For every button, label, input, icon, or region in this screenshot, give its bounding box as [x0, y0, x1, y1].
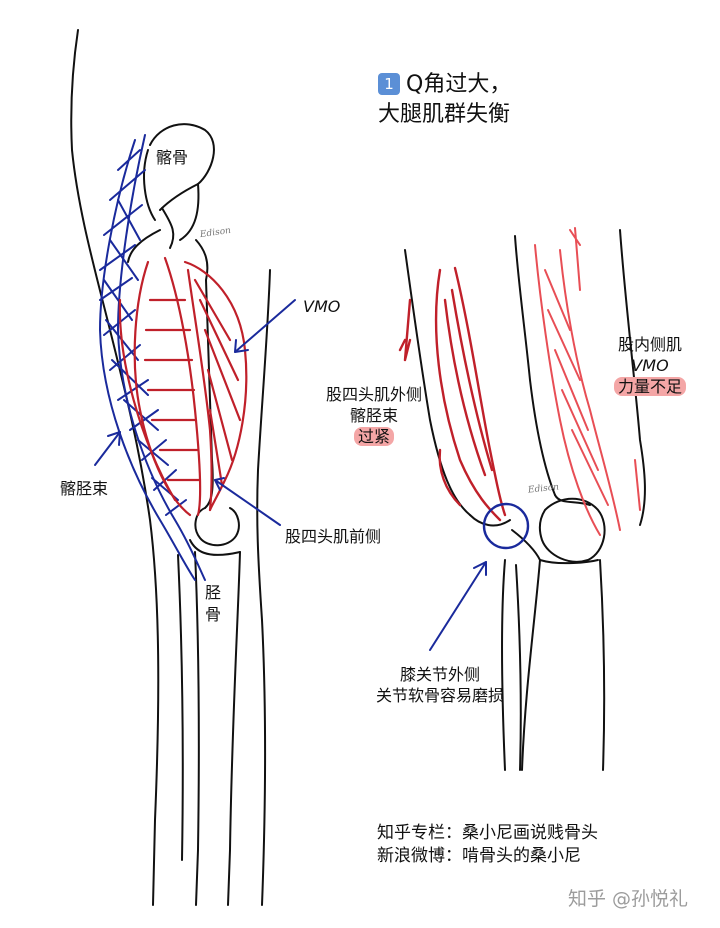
medial-highlight: 力量不足 — [613, 377, 686, 396]
lateral-quad-label: 股四头肌外侧 髂胫束 过紧 — [310, 384, 438, 447]
medial-label-line-1: 股内侧肌 — [617, 335, 682, 354]
right-leg-outline — [404, 229, 646, 771]
medial-vmo-label: 股内侧肌 VMO 力量不足 — [602, 334, 698, 397]
left-quadriceps — [118, 256, 248, 517]
title-line-2: 大腿肌群失衡 — [378, 102, 511, 127]
ilium-label: 髂骨 — [156, 148, 189, 167]
step-badge: 1 — [378, 73, 400, 95]
page-title: 1 Q角过大， 大腿肌群失衡 — [378, 70, 511, 130]
right-lateral-quad — [398, 266, 507, 522]
it-band-label-left: 髂胫束 — [60, 479, 109, 498]
quad-front-label: 股四头肌前侧 — [285, 527, 382, 546]
watermark: 知乎 @孙悦礼 — [568, 888, 689, 910]
knee-label-line-2: 关节软骨容易磨损 — [375, 686, 504, 705]
annotation-arrows — [94, 299, 487, 651]
medial-label-line-2: VMO — [631, 356, 669, 375]
knee-lateral-label: 膝关节外侧 关节软骨容易磨损 — [350, 664, 530, 706]
zhihu-credit: 知乎专栏：桑小尼画说贱骨头 — [377, 823, 598, 843]
title-line-1: Q角过大， — [406, 72, 512, 97]
tibia-label-2: 骨 — [205, 605, 222, 624]
vmo-label-left: VMO — [303, 297, 341, 316]
right-vmo — [534, 227, 641, 536]
credits: 知乎专栏：桑小尼画说贱骨头 新浪微博：啃骨头的桑小尼 — [377, 822, 598, 868]
lateral-label-line-1: 股四头肌外侧 — [325, 385, 422, 404]
lateral-highlight: 过紧 — [353, 427, 394, 446]
knee-lateral-circle — [482, 502, 530, 550]
tibia-label-1: 胫 — [205, 583, 222, 602]
weibo-credit: 新浪微博：啃骨头的桑小尼 — [377, 846, 581, 866]
knee-label-line-1: 膝关节外侧 — [399, 665, 480, 684]
lateral-label-line-2: 髂胫束 — [349, 406, 398, 425]
